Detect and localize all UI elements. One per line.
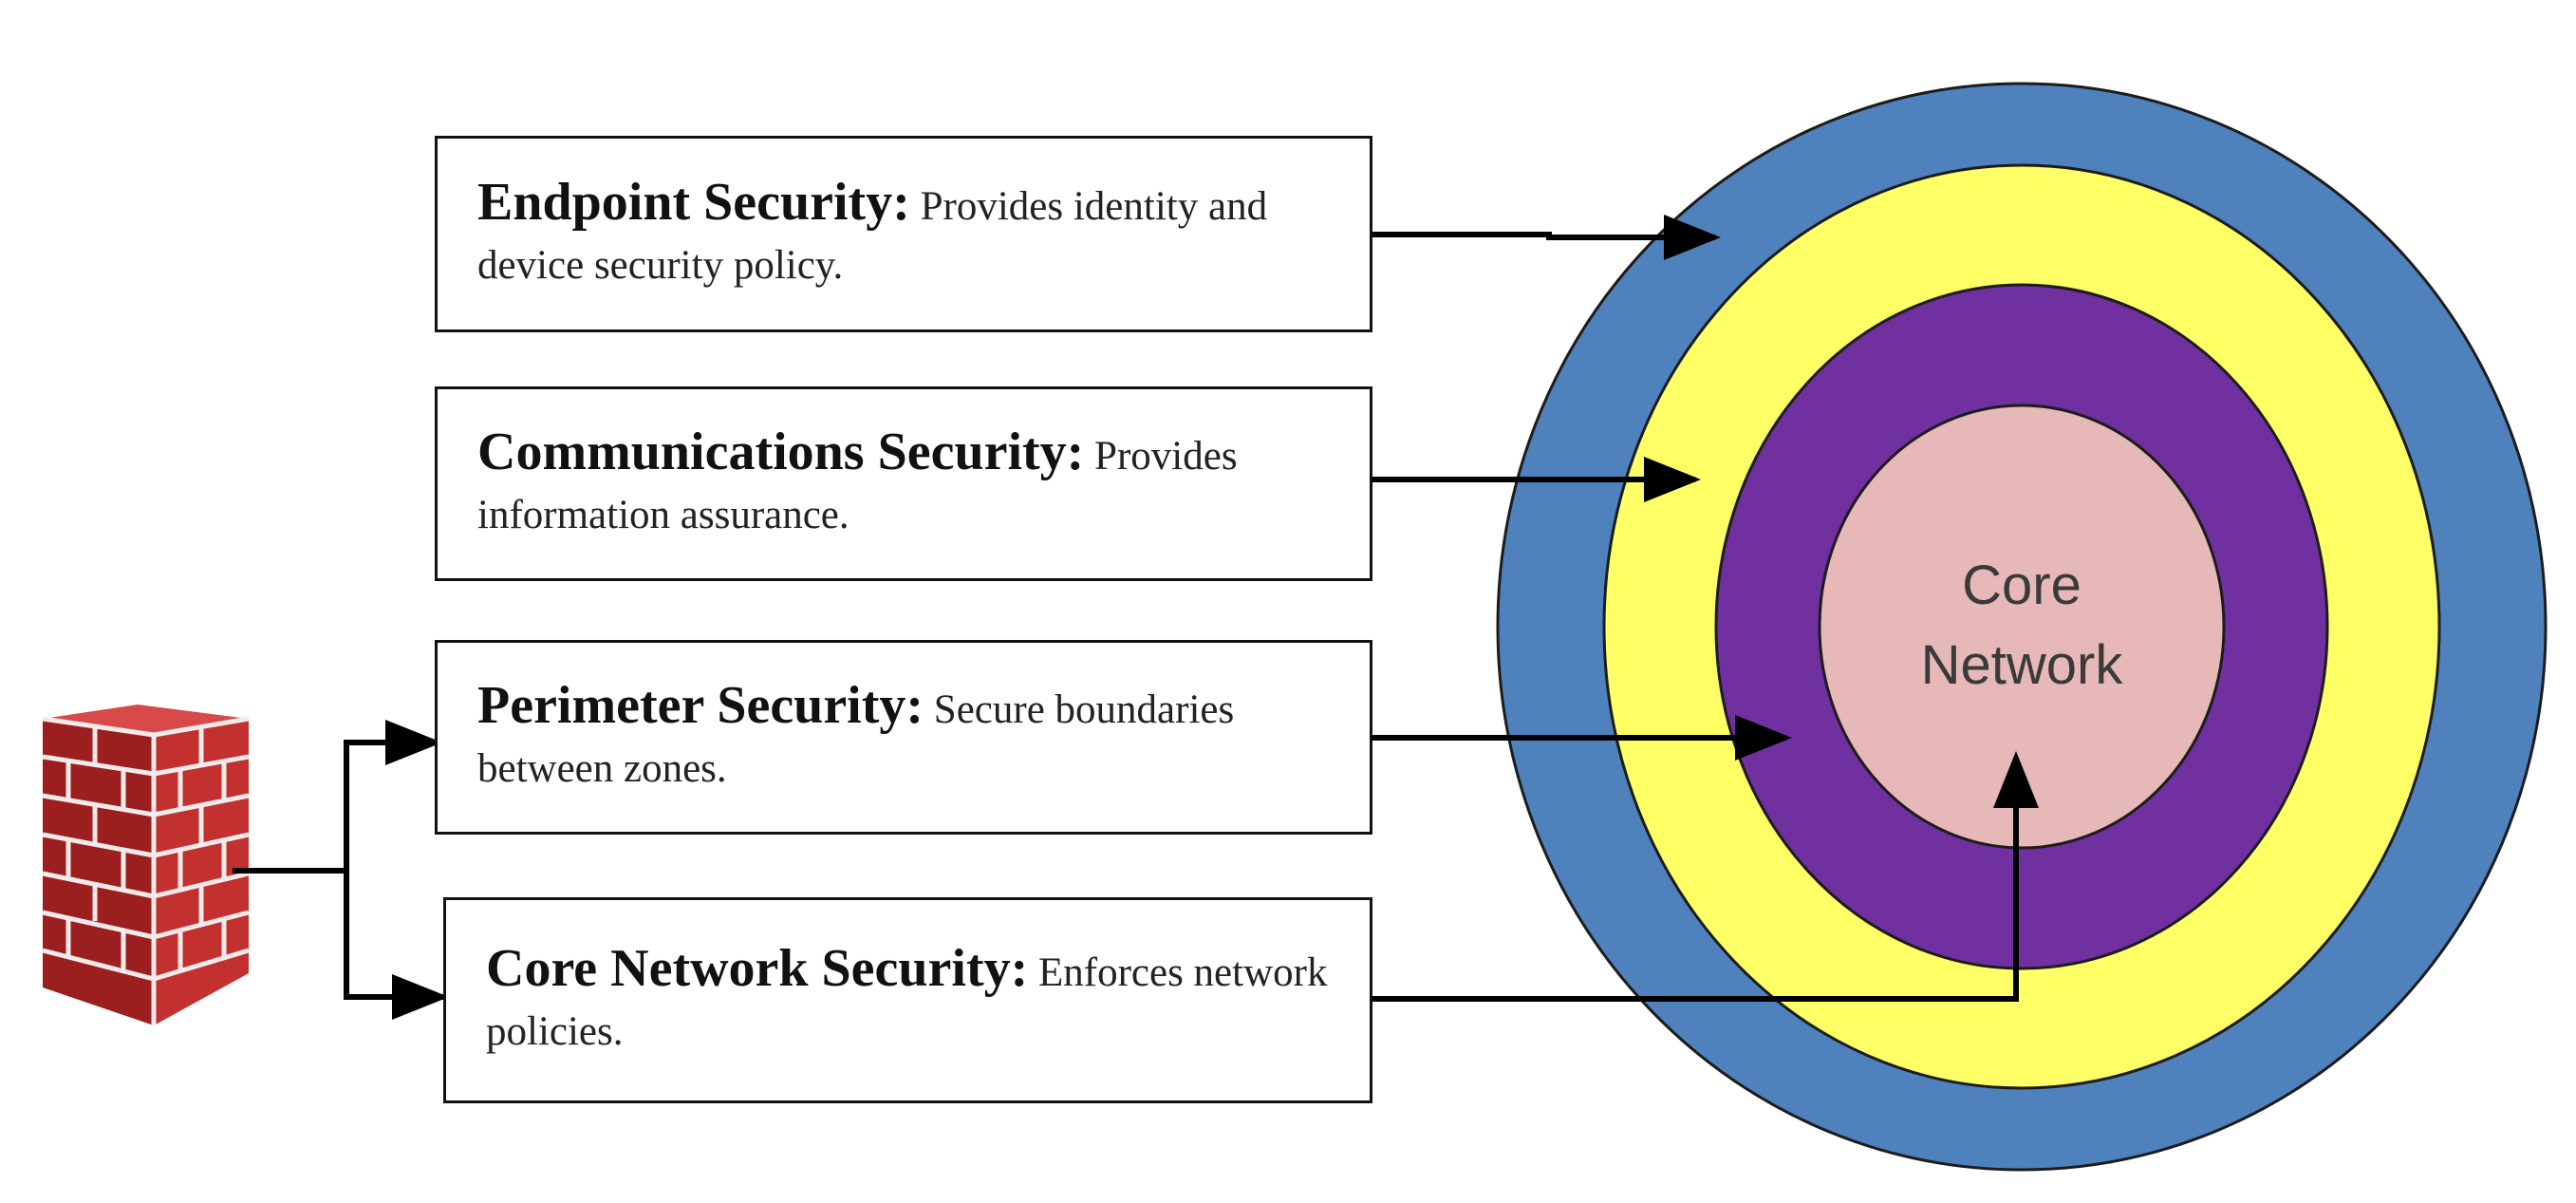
core-network-label-line1: Core	[1962, 555, 2081, 616]
core-network-label-line2: Network	[1920, 634, 2123, 696]
core-network-security-title: Core Network Security:	[486, 939, 1029, 998]
core-network-security-description: Enforces network policies.	[486, 950, 1328, 1054]
endpoint-security-box: Endpoint Security: Provides identity and…	[435, 136, 1372, 332]
communications-security-title: Communications Security:	[477, 423, 1085, 481]
communications-security-description: Provides information assurance.	[477, 434, 1238, 537]
firewall-to-core-arrow	[344, 871, 449, 1020]
endpoint-arrow	[1372, 215, 1721, 260]
endpoint-security-title: Endpoint Security:	[477, 173, 910, 232]
firewall-brick-wall-icon	[42, 705, 250, 1025]
perimeter-security-description: Secure boundaries between zones.	[477, 687, 1235, 791]
communications-security-box: Communications Security: Provides inform…	[435, 386, 1372, 581]
core-network-arrow	[1372, 751, 2039, 1002]
ring-core-network	[1818, 404, 2226, 850]
firewall-to-perimeter-arrow	[344, 720, 442, 871]
perimeter-security-box: Perimeter Security: Secure boundaries be…	[435, 640, 1372, 835]
core-network-security-box: Core Network Security: Enforces network …	[443, 897, 1372, 1103]
perimeter-security-title: Perimeter Security:	[477, 676, 924, 735]
core-network-label: Core Network	[1820, 546, 2224, 705]
endpoint-security-description: Provides identity and device security po…	[477, 184, 1268, 288]
